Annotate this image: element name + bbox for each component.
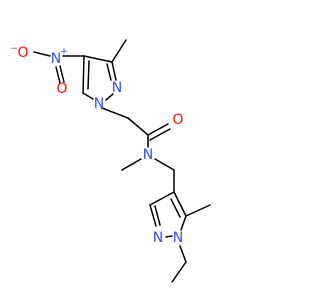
bond-no-minus xyxy=(33,51,51,57)
bond-no-double-a xyxy=(59,65,65,83)
bond-n-methyl xyxy=(121,158,142,171)
nitro-oxygen-double: O xyxy=(56,81,67,97)
bond-ethyl-ch2-ch3 xyxy=(171,261,187,283)
bond-n1-ethyl-ch2 xyxy=(179,245,187,263)
bond-co-b xyxy=(149,128,171,141)
bond-c5-methyl xyxy=(185,204,211,217)
bond-c5-c4-b xyxy=(87,60,90,90)
bond-n-ch2 xyxy=(154,158,175,171)
amide-oxygen: O xyxy=(172,112,183,128)
bond-no-double-b xyxy=(55,66,61,84)
amide-nitrogen: N xyxy=(143,147,153,163)
bond-c3-methyl xyxy=(111,39,127,63)
nitro-oxygen-charge: − xyxy=(10,44,18,54)
bond-n1-ch2 xyxy=(101,107,129,119)
molecule-structure: O − N + O N N O N N N xyxy=(10,39,211,283)
pyrazole2-n1: N xyxy=(173,230,183,246)
bond-c4-c3 xyxy=(83,55,113,63)
bond-n2-n1 xyxy=(165,235,173,238)
nitro-nitrogen-plus: N xyxy=(51,51,61,67)
bond-ch2-carbonyl xyxy=(127,117,149,136)
molecule-canvas: O − N + O N N O N N N xyxy=(10,39,211,283)
pyrazole2-n2: N xyxy=(153,230,163,246)
pyrazole1-n1: N xyxy=(94,96,104,112)
pyrazole1-n2: N xyxy=(112,80,122,96)
bond-c4-c3 xyxy=(149,191,175,206)
bond-n1-c5 xyxy=(82,92,94,100)
bond-c3-n2-a xyxy=(111,61,117,81)
bond-c4-c5-b xyxy=(170,198,181,218)
bond-c5-c4-a xyxy=(82,55,85,94)
nitro-oxygen-minus: O xyxy=(17,45,28,61)
bond-n1-c5 xyxy=(180,215,187,231)
bond-c3-n2-b xyxy=(154,205,161,226)
bond-c4-c5-a xyxy=(173,191,187,217)
bond-co-a xyxy=(147,123,169,136)
bond-c3-n2-a xyxy=(149,204,157,227)
nitro-nitrogen-charge: + xyxy=(60,47,68,57)
bond-n2-n1 xyxy=(105,93,114,101)
atom-labels: O − N + O N N O N N N xyxy=(10,44,183,246)
bonds xyxy=(33,39,211,283)
bond-c3-n2-b xyxy=(106,63,112,81)
